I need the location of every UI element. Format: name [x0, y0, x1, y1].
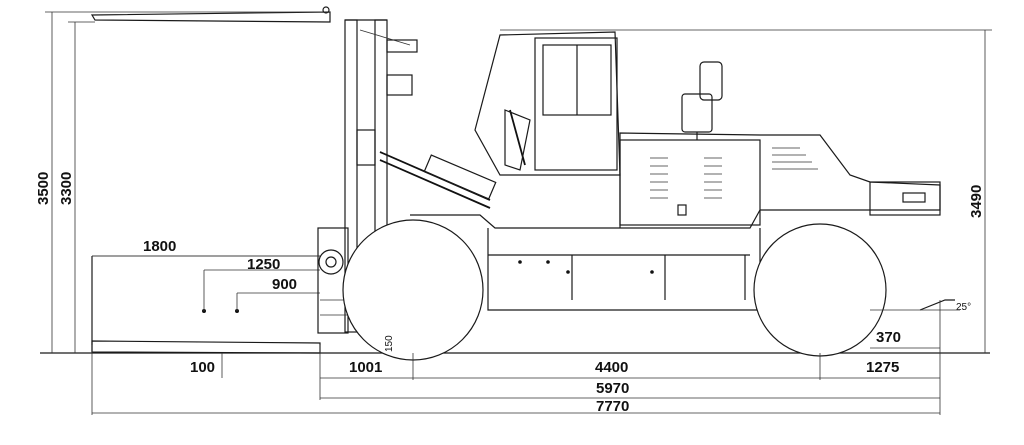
dim-fork-gap: 100: [190, 359, 215, 376]
dim-length-no-forks: 5970: [596, 380, 629, 397]
dim-fork-length: 1800: [143, 238, 176, 255]
dim-load-center-1: 1250: [247, 256, 280, 273]
rear-wheel: [753, 223, 887, 357]
front-wheel: [342, 219, 484, 361]
dim-departure-angle: 25°: [956, 302, 971, 313]
dim-fork-thickness: 150: [384, 335, 395, 352]
dim-height-mast: 3300: [58, 172, 75, 205]
fork-carriage: [90, 6, 331, 354]
dim-ground-clearance: 370: [876, 329, 901, 346]
dim-front-overhang: 1001: [349, 359, 382, 376]
dim-height-overall: 3500: [35, 172, 52, 205]
dimension-lines: [45, 11, 992, 415]
dim-rear-overhang: 1275: [866, 359, 899, 376]
dim-wheelbase: 4400: [595, 359, 628, 376]
dim-height-cab: 3490: [968, 185, 985, 218]
cab: [474, 31, 621, 176]
mast: [317, 19, 497, 354]
dim-load-center-2: 900: [272, 276, 297, 293]
dim-length-overall: 7770: [596, 398, 629, 415]
